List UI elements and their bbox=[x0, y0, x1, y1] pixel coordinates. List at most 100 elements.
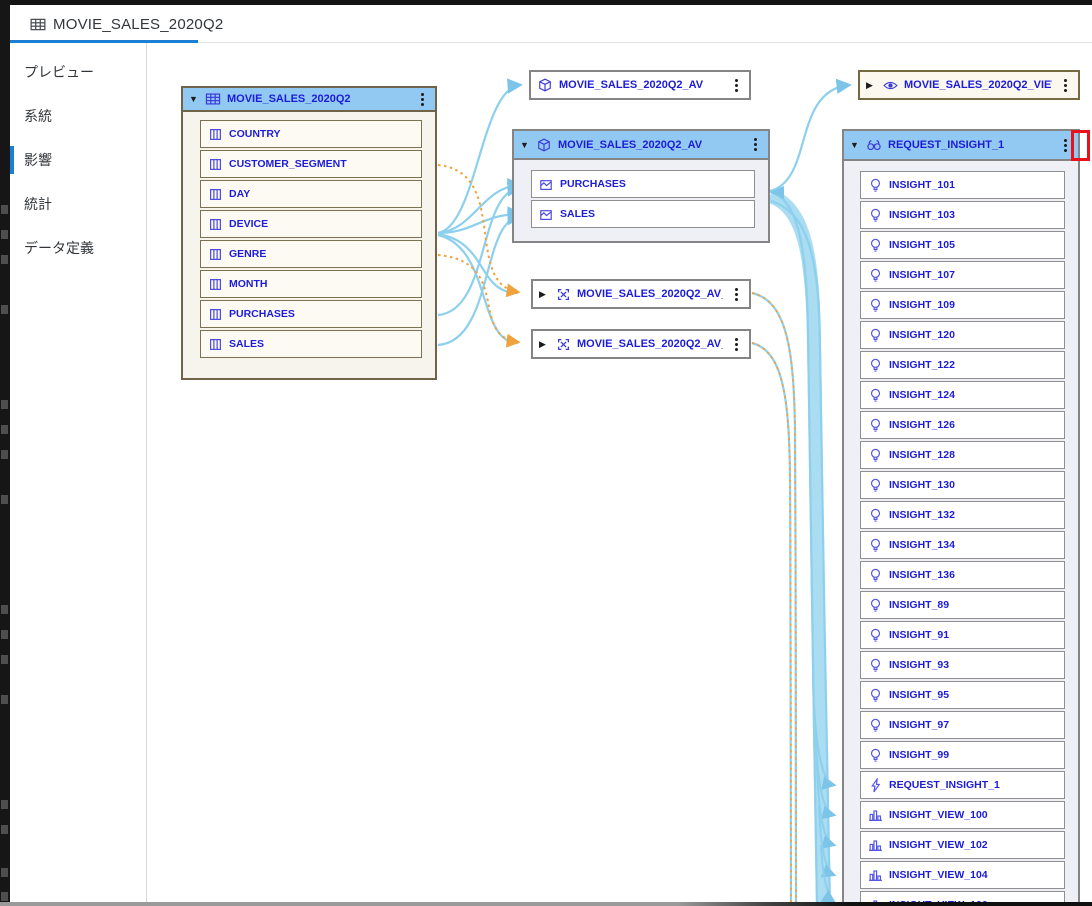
node-row[interactable]: INSIGHT_105 bbox=[860, 231, 1065, 259]
node-row[interactable]: INSIGHT_128 bbox=[860, 441, 1065, 469]
node-row[interactable]: INSIGHT_136 bbox=[860, 561, 1065, 589]
expand-toggle-icon[interactable]: ▶ bbox=[539, 338, 546, 349]
expand-toggle-icon[interactable]: ▶ bbox=[866, 79, 873, 90]
row-label: DAY bbox=[229, 188, 251, 200]
row-label: SALES bbox=[229, 338, 265, 350]
window-top-edge bbox=[0, 0, 1092, 5]
row-label: INSIGHT_134 bbox=[889, 539, 955, 551]
background-app-strip bbox=[0, 0, 10, 906]
node-menu-button[interactable] bbox=[729, 336, 743, 353]
node-row[interactable]: CUSTOMER_SEGMENT bbox=[200, 150, 422, 178]
node-row[interactable]: INSIGHT_99 bbox=[860, 741, 1065, 769]
node-row[interactable]: GENRE bbox=[200, 240, 422, 268]
sidebar-item-label: 系統 bbox=[24, 108, 52, 124]
background-artifact bbox=[1, 868, 8, 877]
node-row[interactable]: INSIGHT_97 bbox=[860, 711, 1065, 739]
column-icon bbox=[207, 278, 223, 291]
column-list: COUNTRY CUSTOMER_SEGMENT DAY DEVICE GENR… bbox=[200, 120, 422, 360]
node-menu-button[interactable] bbox=[729, 286, 743, 303]
sidebar-item[interactable]: データ定義 bbox=[10, 233, 146, 263]
expand-toggle-icon[interactable]: ▶ bbox=[539, 288, 546, 299]
node-row[interactable]: INSIGHT_89 bbox=[860, 591, 1065, 619]
row-label: INSIGHT_101 bbox=[889, 179, 955, 191]
collapse-toggle-icon[interactable]: ▼ bbox=[189, 94, 198, 104]
node-row[interactable]: PURCHASES bbox=[531, 170, 755, 198]
node-request-insight[interactable]: ▼ REQUEST_INSIGHT_1 INSIGHT_101 INSIGHT_… bbox=[842, 129, 1080, 906]
node-menu-button[interactable] bbox=[1058, 137, 1072, 154]
lightbulb-icon bbox=[867, 508, 883, 523]
row-label: COUNTRY bbox=[229, 128, 281, 140]
node-row[interactable]: INSIGHT_91 bbox=[860, 621, 1065, 649]
node-menu-button[interactable] bbox=[415, 91, 429, 108]
column-icon bbox=[207, 248, 223, 261]
sidebar-item[interactable]: プレビュー bbox=[10, 57, 146, 87]
lightbulb-icon bbox=[867, 688, 883, 703]
node-row[interactable]: SALES bbox=[531, 200, 755, 228]
background-artifact bbox=[1, 825, 8, 834]
node-menu-button[interactable] bbox=[748, 136, 762, 153]
node-row[interactable]: COUNTRY bbox=[200, 120, 422, 148]
node-row[interactable]: INSIGHT_107 bbox=[860, 261, 1065, 289]
node-row[interactable]: INSIGHT_VIEW_104 bbox=[860, 861, 1065, 889]
node-row[interactable]: INSIGHT_120 bbox=[860, 321, 1065, 349]
row-label: INSIGHT_97 bbox=[889, 719, 950, 731]
node-row[interactable]: DAY bbox=[200, 180, 422, 208]
node-row[interactable]: INSIGHT_93 bbox=[860, 651, 1065, 679]
node-menu-button[interactable] bbox=[1058, 77, 1072, 94]
measure-icon bbox=[538, 208, 554, 221]
tab-movie-sales[interactable]: MOVIE_SALES_2020Q2 bbox=[10, 5, 237, 43]
node-row[interactable]: PURCHASES bbox=[200, 300, 422, 328]
node-title: MOVIE_SALES_2020Q2_AV bbox=[559, 79, 704, 91]
node-row[interactable]: MONTH bbox=[200, 270, 422, 298]
column-icon bbox=[207, 128, 223, 141]
node-av-expanded[interactable]: ▼ MOVIE_SALES_2020Q2_AV PURCHASES SALES bbox=[512, 129, 770, 243]
row-label: INSIGHT_136 bbox=[889, 569, 955, 581]
measure-icon bbox=[538, 178, 554, 191]
row-label: INSIGHT_109 bbox=[889, 299, 955, 311]
node-row[interactable]: INSIGHT_130 bbox=[860, 471, 1065, 499]
row-label: INSIGHT_91 bbox=[889, 629, 950, 641]
node-row[interactable]: INSIGHT_VIEW_100 bbox=[860, 801, 1065, 829]
node-row[interactable]: INSIGHT_101 bbox=[860, 171, 1065, 199]
sidebar-item[interactable]: 系統 bbox=[10, 101, 146, 131]
row-label: CUSTOMER_SEGMENT bbox=[229, 158, 347, 170]
sidebar-item[interactable]: 統計 bbox=[10, 189, 146, 219]
perspective-icon bbox=[555, 338, 571, 351]
node-header[interactable]: ▼ REQUEST_INSIGHT_1 bbox=[844, 131, 1078, 161]
background-artifact bbox=[1, 205, 8, 214]
node-av-c[interactable]: ▶ MOVIE_SALES_2020Q2_AV_C... bbox=[531, 279, 751, 309]
lightbulb-icon bbox=[867, 628, 883, 643]
node-row[interactable]: DEVICE bbox=[200, 210, 422, 238]
column-icon bbox=[207, 218, 223, 231]
node-menu-button[interactable] bbox=[729, 77, 743, 94]
sidebar-item[interactable]: 影響 bbox=[10, 145, 146, 175]
node-row[interactable]: SALES bbox=[200, 330, 422, 358]
collapse-toggle-icon[interactable]: ▼ bbox=[850, 140, 859, 150]
sidebar-item-label: 統計 bbox=[24, 196, 52, 212]
node-row[interactable]: INSIGHT_126 bbox=[860, 411, 1065, 439]
row-label: INSIGHT_103 bbox=[889, 209, 955, 221]
node-row[interactable]: INSIGHT_122 bbox=[860, 351, 1065, 379]
node-movie-sales-table[interactable]: ▼ MOVIE_SALES_2020Q2 COUNTRY CUSTOMER_SE… bbox=[181, 86, 437, 380]
node-row[interactable]: INSIGHT_132 bbox=[860, 501, 1065, 529]
row-label: INSIGHT_107 bbox=[889, 269, 955, 281]
node-row[interactable]: INSIGHT_95 bbox=[860, 681, 1065, 709]
node-row[interactable]: INSIGHT_134 bbox=[860, 531, 1065, 559]
row-label: SALES bbox=[560, 208, 596, 220]
background-artifact bbox=[1, 255, 8, 264]
row-label: DEVICE bbox=[229, 218, 269, 230]
node-av-summary[interactable]: MOVIE_SALES_2020Q2_AV bbox=[529, 70, 751, 100]
node-av-g[interactable]: ▶ MOVIE_SALES_2020Q2_AV_G... bbox=[531, 329, 751, 359]
node-row[interactable]: INSIGHT_VIEW_102 bbox=[860, 831, 1065, 859]
node-movie-sales-view[interactable]: ▶ MOVIE_SALES_2020Q2_VIEW bbox=[858, 70, 1080, 100]
node-header[interactable]: ▼ MOVIE_SALES_2020Q2_AV bbox=[514, 131, 768, 160]
node-row[interactable]: INSIGHT_124 bbox=[860, 381, 1065, 409]
node-header[interactable]: ▼ MOVIE_SALES_2020Q2 bbox=[183, 88, 435, 112]
row-label: INSIGHT_VIEW_100 bbox=[889, 809, 988, 821]
collapse-toggle-icon[interactable]: ▼ bbox=[520, 139, 529, 150]
node-row[interactable]: REQUEST_INSIGHT_1 bbox=[860, 771, 1065, 799]
node-row[interactable]: INSIGHT_109 bbox=[860, 291, 1065, 319]
node-row[interactable]: INSIGHT_103 bbox=[860, 201, 1065, 229]
insight-list: INSIGHT_101 INSIGHT_103 INSIGHT_105 INSI… bbox=[860, 171, 1065, 904]
bolt-icon bbox=[867, 777, 883, 793]
